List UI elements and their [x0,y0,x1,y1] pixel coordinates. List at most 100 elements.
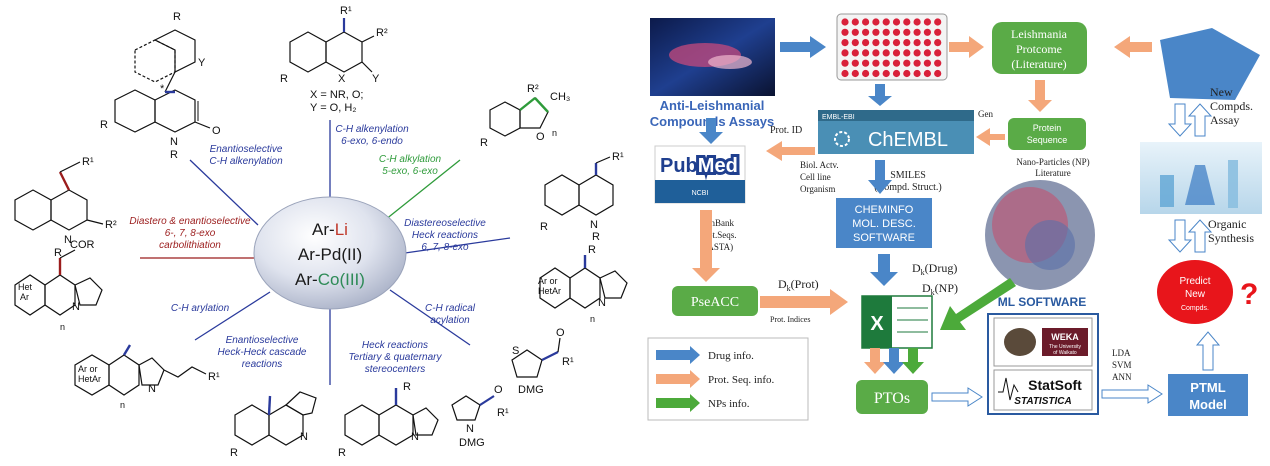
well [872,59,880,67]
svg-text:N: N [170,136,178,148]
svg-text:5-exo, 6-exo: 5-exo, 6-exo [382,166,438,177]
well [923,28,932,36]
well [903,39,911,47]
svg-text:O: O [536,131,545,143]
label-radical-acylation: C-H radical acylation [425,303,476,326]
arrow-chembl-to-cheminfo [868,160,892,194]
well [851,39,859,47]
svg-text:*: * [160,83,165,95]
label-heck-heck: Enantioselective Heck-Heck cascade react… [218,335,307,370]
flow-arrows [692,36,1221,407]
svg-text:reactions: reactions [242,359,283,370]
structure-quinolone-labels: R Y * R N R O [100,11,221,161]
svg-text:X = NR, O;: X = NR, O; [310,89,364,101]
weka-label: WEKA [1051,332,1079,342]
new-compds-line2: Compds. [1210,99,1253,113]
arrow-excel-to-ptos-1 [864,348,886,374]
svg-text:N: N [148,383,156,395]
svg-text:stereocenters: stereocenters [365,364,426,375]
well [923,39,932,47]
label-diastereo-heck: Diastereoselective Heck reactions 6, 7, … [404,218,486,253]
well [841,59,849,67]
svg-text:R: R [280,73,288,85]
organic-line1: Organic [1208,217,1246,231]
statsoft-chart-icon [998,377,1019,401]
center-line-3: Ar-Co(III) [295,270,365,289]
well [882,18,890,26]
svg-text:R: R [338,447,346,459]
well [892,39,901,47]
label-ch-alkenylation: C-H alkenylation 6-exo, 6-endo [335,124,409,147]
structure-bottom-left [74,344,207,396]
well [934,39,942,47]
svm-line: SVM [1112,360,1132,370]
svg-text:C-H alkylation: C-H alkylation [379,154,442,165]
smiles-line2: (Compd. Struct.) [874,182,942,193]
ptos-label: PTOs [874,390,910,407]
arrow-np-to-excel [940,278,1016,330]
well [903,69,911,78]
svg-text:R: R [170,149,178,161]
protein-line2: Sequence [1027,135,1068,145]
arrow-chembl-to-pubmed [766,141,815,161]
pubmed-bar [655,180,745,203]
well [892,49,901,57]
ann-line: ANN [1112,372,1132,382]
svg-text:Ar or: Ar or [78,364,98,374]
arrow-pubmed-to-pseacc [692,210,720,282]
svg-text:R: R [540,221,548,233]
arrow-lab-down [1167,219,1193,253]
dk-np-label: Dk(NP) [922,281,958,297]
weka-badge [1042,328,1088,356]
svg-text:CH₃: CH₃ [550,91,570,103]
weka-sub-2: of Waikato [1053,350,1077,356]
well [841,49,849,57]
ncbi-label: NCBI [692,190,709,197]
svg-text:N: N [64,234,72,246]
svg-text:n: n [552,128,557,138]
well [841,69,849,78]
spoke-bottom-left [194,291,271,341]
well [851,28,859,36]
dk-drug-label: Dk(Drug) [912,261,957,277]
well [934,69,942,78]
structure-tetrahydroquinoline [14,161,104,231]
smiles-line1: SMILES [890,170,926,181]
legend-drug-arrow [656,346,700,364]
biol-line1: Biol. Actv. [800,160,839,170]
well [913,69,921,78]
svg-text:Ar or: Ar or [538,276,558,286]
arrow-pentagon-to-leishmania [1114,36,1152,58]
structure-benzofuran-labels: R² CH₃ R O n [480,83,570,149]
svg-text:Enantioselective: Enantioselective [210,144,283,155]
well [841,39,849,47]
structure-tetrahydroquinoline-labels: R¹ R² N R [54,156,117,259]
ml-software-title: ML SOFTWARE [998,295,1086,309]
svg-text:Y: Y [372,73,380,85]
spoke-bottom-right [389,289,471,346]
well [882,28,890,36]
svg-text:R: R [592,231,600,243]
flask-3 [1228,160,1238,208]
well [892,28,901,36]
well [862,28,870,36]
well [892,18,901,26]
structure-dmg [451,337,561,421]
label-carbolithiation: Diastero & enantioselective 6-, 7, 8-exo… [129,216,251,251]
arrow-protein-to-chembl [976,128,1005,146]
svg-text:Het: Het [18,282,33,292]
arrow-pseacc-to-excel [760,289,848,315]
svg-text:N: N [590,219,598,231]
new-compds-line1: New [1210,85,1233,99]
genbank-line2: Prot.Seqs. [700,230,737,240]
well-plate-wells [841,18,942,78]
well [851,59,859,67]
svg-text:Diastero & enantioselective: Diastero & enantioselective [129,216,251,227]
organic-line2: Synthesis [1208,231,1254,245]
well [903,28,911,36]
arrow-assay-to-plate [780,36,826,58]
well [862,49,870,57]
well [841,28,849,36]
well [872,39,880,47]
nanoparticle-detail [1025,220,1075,270]
